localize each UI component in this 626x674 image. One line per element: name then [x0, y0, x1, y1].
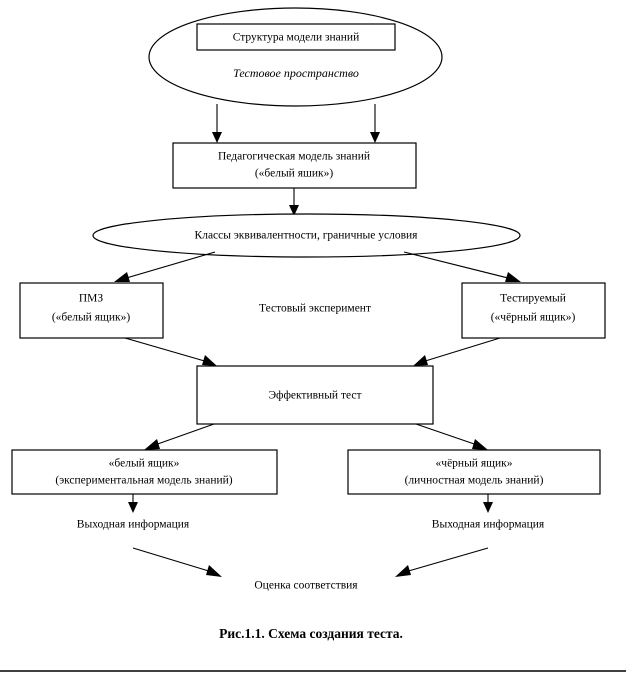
node-equivalence-classes[interactable]	[92, 213, 521, 258]
node-pmz-line2: («белый ящик»)	[52, 312, 131, 324]
edge-testee-to-effective	[413, 337, 501, 366]
label-output-info-right: Выходная информация	[432, 519, 545, 531]
arrow-head-icon	[472, 439, 488, 450]
node-testee[interactable]	[461, 282, 606, 339]
node-white-box-line1: «белый ящик»	[109, 458, 180, 470]
arrow-head-icon	[289, 205, 299, 216]
node-pmz-line1: ПМЗ	[79, 293, 104, 305]
label-conformity-assessment: Оценка соответствия	[254, 580, 358, 592]
node-effective-test[interactable]	[196, 365, 434, 425]
edge-effective-to-black	[415, 423, 488, 450]
node-white-box[interactable]	[11, 449, 278, 495]
arrow-head-icon	[114, 272, 130, 282]
arrow-head-icon	[206, 565, 222, 577]
arrow-head-icon	[413, 355, 428, 366]
arrow-head-icon	[370, 132, 380, 143]
node-white-box-line2: (экспериментальная модель знаний)	[55, 475, 232, 487]
edge-black-to-output-right	[483, 494, 493, 513]
arrow-head-icon	[395, 565, 411, 577]
arrow-head-icon	[202, 355, 217, 366]
figure-caption: Рис.1.1. Схема создания теста.	[219, 626, 403, 641]
edge-effective-to-white	[144, 423, 215, 450]
node-effective-test-label: Эффективный тест	[268, 390, 361, 402]
node-black-box-line2: (личностная модель знаний)	[405, 475, 544, 487]
label-test-experiment: Тестовый эксперимент	[259, 303, 371, 315]
node-pmz[interactable]	[19, 282, 164, 339]
label-output-info-left: Выходная информация	[77, 519, 190, 531]
edge-classes-to-pmz	[114, 251, 216, 282]
node-test-space-inner-box[interactable]	[196, 23, 396, 51]
arrow-head-icon	[212, 132, 222, 143]
arrow-head-icon	[505, 272, 521, 282]
node-test-space-subtitle: Тестовое пространство	[233, 66, 359, 80]
arrow-head-icon	[144, 439, 160, 450]
node-testee-line2: («чёрный ящик»)	[491, 312, 576, 324]
edge-white-to-output-left	[128, 494, 138, 513]
edge-pmz-to-effective	[124, 337, 217, 366]
node-equivalence-classes-label: Классы эквивалентности, граничные услови…	[195, 230, 419, 242]
edge-model-to-classes	[289, 188, 299, 216]
edge-classes-to-testee	[403, 251, 521, 282]
arrow-head-icon	[128, 502, 138, 513]
edge-outleft-to-assessment	[132, 547, 222, 577]
node-pedagogical-model[interactable]	[172, 142, 417, 189]
node-test-space-ellipse[interactable]	[148, 7, 443, 107]
node-black-box-line1: «чёрный ящик»	[436, 458, 513, 470]
arrow-head-icon	[483, 502, 493, 513]
edge-space-to-model-right	[370, 104, 380, 143]
node-testee-line1: Тестируемый	[500, 293, 566, 305]
node-black-box[interactable]	[347, 449, 601, 495]
edge-outright-to-assessment	[395, 547, 489, 577]
node-pedagogical-model-line1: Педагогическая модель знаний	[218, 151, 370, 163]
node-test-space-title: Структура модели знаний	[233, 32, 360, 44]
edge-space-to-model-left	[212, 104, 222, 143]
node-pedagogical-model-line2: («белый яшик»)	[255, 168, 334, 180]
